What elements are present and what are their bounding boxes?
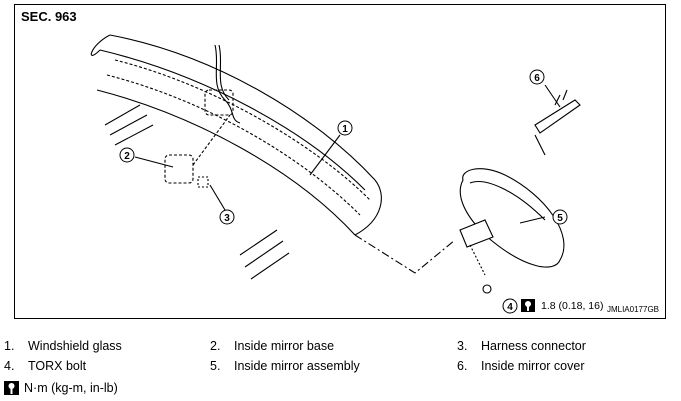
callout-2 — [119, 147, 135, 163]
section-label: SEC. 963 — [21, 9, 77, 24]
legend-item-6: 6. Inside mirror cover — [457, 359, 585, 373]
windshield-band-dashed — [114, 59, 371, 201]
unit-text: N·m (kg-m, in-lb) — [24, 381, 118, 395]
windshield-band-dashed-2 — [106, 74, 361, 216]
legend-item-2: 2. Inside mirror base — [210, 339, 334, 353]
callout-6 — [529, 69, 545, 85]
mirror-cover — [534, 99, 581, 134]
windshield-side — [90, 34, 111, 56]
legend-item-1: 1. Windshield glass — [4, 339, 122, 353]
windshield-edge-right — [354, 179, 382, 236]
windshield-lower-line — [96, 89, 356, 236]
legend-item-3: 3. Harness connector — [457, 339, 586, 353]
windshield-top-edge — [109, 34, 376, 181]
torque-wrench-icon — [521, 299, 535, 312]
legend-label: TORX bolt — [28, 359, 87, 373]
callout-1 — [337, 120, 353, 136]
legend-label: Inside mirror assembly — [234, 359, 360, 373]
windshield-upper-line — [99, 49, 366, 191]
legend-number: 6. — [457, 359, 468, 373]
callout-1-label: 1 — [342, 124, 348, 135]
callout-4-label: 4 — [507, 302, 513, 313]
torque-wrench-icon — [4, 381, 19, 395]
mirror-body — [459, 168, 565, 268]
mirror-stem — [459, 219, 494, 248]
callout-5 — [552, 209, 568, 225]
callout-5-label: 5 — [557, 213, 563, 224]
legend-item-5: 5. Inside mirror assembly — [210, 359, 360, 373]
torque-spec: 1.8 (0.18, 16) — [541, 300, 604, 312]
callout-3-label: 3 — [224, 213, 230, 224]
legend-number: 3. — [457, 339, 468, 353]
callout-2-label: 2 — [124, 151, 130, 162]
callout-6-label: 6 — [534, 73, 540, 84]
diagram-frame: 1 2 3 4 5 6 SEC. 963 1.8 (0.18, 16) JMLI… — [14, 4, 666, 319]
legend-label: Inside mirror base — [234, 339, 335, 353]
legend-number: 5. — [210, 359, 221, 373]
figure-code: JMLIA0177GB — [606, 305, 659, 314]
callout-4 — [502, 298, 518, 314]
legend-label: Inside mirror cover — [481, 359, 585, 373]
unit-legend: N·m (kg-m, in-lb) — [4, 381, 118, 395]
legend-number: 1. — [4, 339, 15, 353]
legend-label: Harness connector — [481, 339, 586, 353]
mirror-diagram: 1 2 3 4 5 6 — [90, 34, 581, 314]
callout-3 — [219, 209, 235, 225]
legend-label: Windshield glass — [28, 339, 122, 353]
mirror-base-outline — [164, 154, 194, 184]
legend-item-4: 4. TORX bolt — [4, 359, 86, 373]
harness-wire — [214, 44, 241, 124]
legend-number: 4. — [4, 359, 15, 373]
legend-number: 2. — [210, 339, 221, 353]
